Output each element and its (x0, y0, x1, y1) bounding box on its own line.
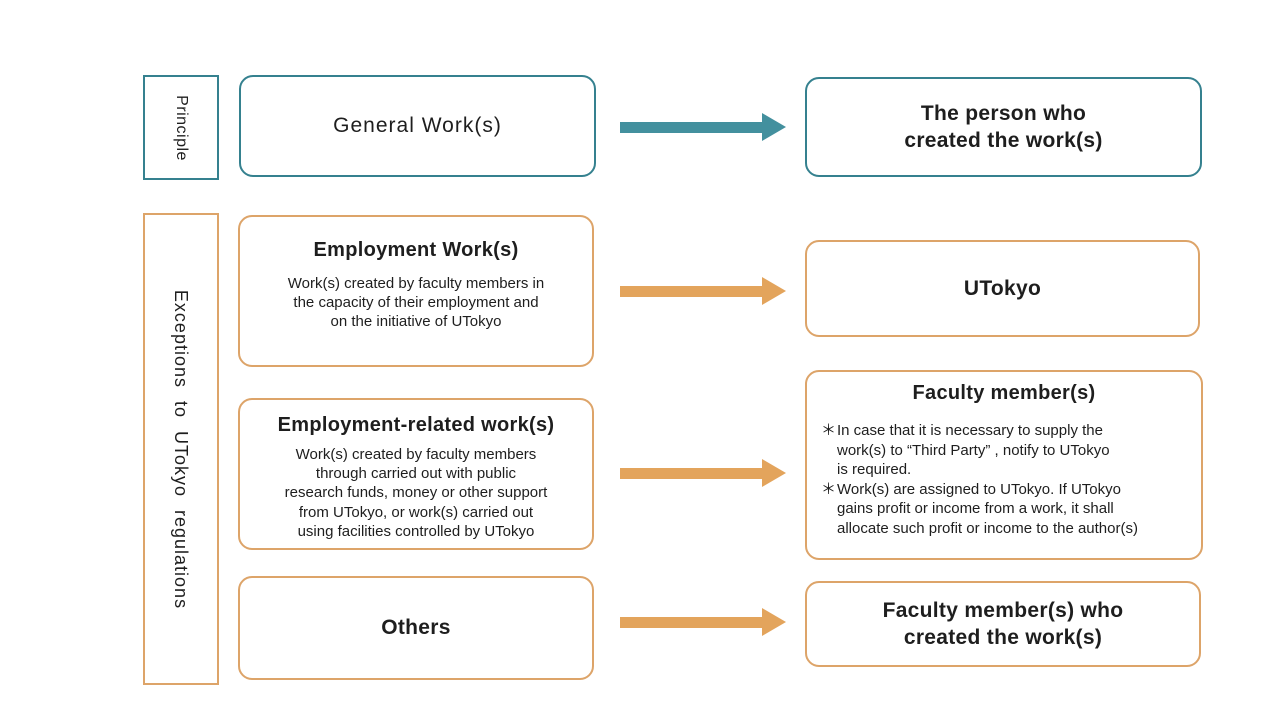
utokyo-label: UTokyo (963, 276, 1042, 300)
faculty-members-box: Faculty member(s) ＊ In case that it is n… (805, 370, 1203, 560)
faculty-members-notes: ＊ In case that it is necessary to supply… (807, 417, 1201, 538)
utokyo-box: UTokyo (805, 240, 1200, 337)
employment-to-utokyo-arrow (620, 276, 786, 306)
employment-related-works-description: Work(s) created by faculty members throu… (284, 446, 548, 540)
faculty-who-created-label: Faculty member(s) who created the work(s… (882, 598, 1124, 649)
employment-works-title: Employment Work(s) (313, 239, 519, 261)
general-works-box: General Work(s) (239, 75, 596, 177)
faculty-note-item: ＊ In case that it is necessary to supply… (821, 421, 1193, 480)
employment-works-box: Employment Work(s) Work(s) created by fa… (238, 215, 594, 367)
arrow-shaft (620, 285, 762, 297)
exceptions-category-box: Exceptions to UTokyo regulations (143, 213, 219, 685)
faculty-note-text: Work(s) are assigned to UTokyo. If UToky… (837, 480, 1138, 537)
person-created-box: The person who created the work(s) (805, 77, 1202, 177)
arrow-shaft (620, 616, 762, 628)
arrow-head-icon (762, 608, 786, 636)
arrow-head-icon (762, 459, 786, 487)
arrow-head-icon (762, 277, 786, 305)
faculty-who-created-box: Faculty member(s) who created the work(s… (805, 581, 1201, 667)
principle-category-label: Principle (172, 94, 190, 161)
others-label: Others (381, 616, 451, 639)
principle-category-box: Principle (143, 75, 219, 180)
faculty-note-item: ＊ Work(s) are assigned to UTokyo. If UTo… (821, 480, 1193, 539)
exceptions-category-label: Exceptions to UTokyo regulations (171, 289, 192, 609)
general-to-person-arrow (620, 112, 786, 142)
faculty-members-title: Faculty member(s) (912, 382, 1096, 404)
related-to-faculty-arrow (620, 458, 786, 488)
general-works-label: General Work(s) (333, 114, 502, 137)
employment-works-description: Work(s) created by faculty members in th… (287, 275, 545, 331)
asterisk-marker: ＊ (821, 422, 837, 439)
others-box: Others (238, 576, 594, 680)
arrow-shaft (620, 121, 762, 133)
asterisk-marker: ＊ (821, 480, 837, 498)
arrow-shaft (620, 467, 762, 479)
faculty-note-text: In case that it is necessary to supply t… (837, 422, 1110, 478)
employment-related-works-box: Employment-related work(s) Work(s) creat… (238, 398, 594, 550)
others-to-faculty-arrow (620, 607, 786, 637)
person-created-label: The person who created the work(s) (904, 101, 1103, 152)
arrow-head-icon (762, 113, 786, 141)
employment-related-works-title: Employment-related work(s) (277, 414, 555, 436)
